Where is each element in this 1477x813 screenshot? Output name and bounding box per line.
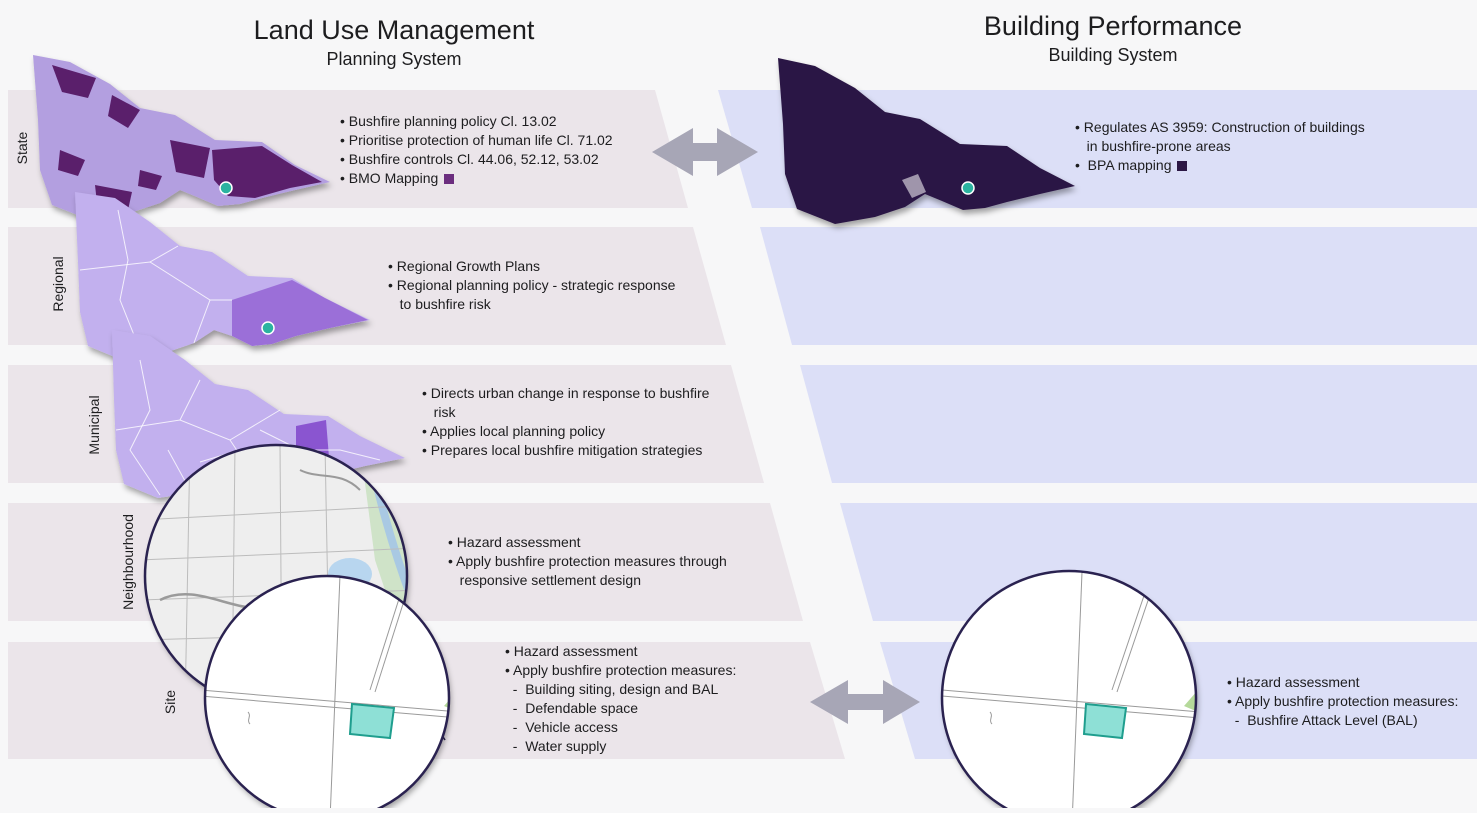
bmo-mapping-label: • BMO Mapping bbox=[340, 170, 439, 186]
land-use-title: Land Use Management bbox=[253, 15, 535, 45]
building-title: Building Performance bbox=[983, 11, 1243, 41]
site-planning-item: - Water supply bbox=[505, 738, 607, 754]
site-building-item: - Bushfire Attack Level (BAL) bbox=[1227, 712, 1418, 728]
tier-label-regional: Regional bbox=[50, 256, 66, 312]
site-lens-planning bbox=[203, 574, 451, 813]
municipal-planning-item: risk bbox=[422, 404, 456, 420]
band-neighbourhood-building bbox=[840, 503, 1477, 621]
site-link-arrow bbox=[810, 680, 920, 724]
state-planning-item: • BMO Mapping bbox=[340, 169, 613, 188]
site-planning-item: - Vehicle access bbox=[505, 719, 618, 735]
tier-label-site: Site bbox=[162, 689, 178, 715]
band-municipal-building bbox=[800, 365, 1477, 483]
building-subtitle: Building System bbox=[1048, 45, 1178, 65]
site-building-bullets: • Hazard assessment • Apply bushfire pro… bbox=[1227, 673, 1458, 730]
state-building-item: • Regulates AS 3959: Construction of bui… bbox=[1075, 119, 1365, 135]
building-bands bbox=[718, 90, 1477, 759]
bmo-swatch-icon bbox=[444, 174, 455, 184]
municipal-planning-item: • Prepares local bushfire mitigation str… bbox=[422, 442, 703, 458]
land-use-header: Land Use Management Planning System bbox=[234, 14, 554, 70]
site-lens-building bbox=[940, 569, 1198, 813]
state-building-item: in bushfire-prone areas bbox=[1075, 138, 1231, 154]
site-building-item: • Apply bushfire protection measures: bbox=[1227, 693, 1459, 709]
site-building-item: • Hazard assessment bbox=[1227, 674, 1360, 690]
neighbourhood-planning-item: • Apply bushfire protection measures thr… bbox=[448, 553, 727, 569]
state-planning-item: • Bushfire planning policy Cl. 13.02 bbox=[340, 113, 557, 129]
municipal-planning-item: • Applies local planning policy bbox=[422, 423, 606, 439]
state-planning-item: • Prioritise protection of human life Cl… bbox=[340, 132, 613, 148]
site-planning-item: - Defendable space bbox=[505, 700, 639, 716]
tier-label-municipal: Municipal bbox=[86, 395, 102, 455]
neighbourhood-planning-item: responsive settlement design bbox=[448, 572, 641, 588]
state-bpa-map bbox=[778, 58, 1075, 224]
state-building-item: • BPA mapping bbox=[1075, 156, 1365, 175]
state-link-arrow bbox=[652, 128, 758, 176]
bpa-mapping-label: • BPA mapping bbox=[1075, 157, 1172, 173]
tier-label-state: State bbox=[14, 131, 30, 165]
site-parcel bbox=[348, 702, 396, 740]
regional-planning-item: to bushfire risk bbox=[388, 296, 491, 312]
bpa-swatch-icon bbox=[1177, 161, 1188, 171]
bpa-location-marker bbox=[961, 181, 975, 195]
site-planning-item: • Hazard assessment bbox=[505, 643, 638, 659]
site-planning-item: - Building siting, design and BAL bbox=[505, 681, 719, 697]
neighbourhood-planning-bullets: • Hazard assessment • Apply bushfire pro… bbox=[448, 533, 727, 590]
site-parcel-building bbox=[1082, 702, 1128, 740]
state-building-bullets: • Regulates AS 3959: Construction of bui… bbox=[1075, 118, 1365, 175]
site-planning-bullets: • Hazard assessment • Apply bushfire pro… bbox=[505, 642, 736, 756]
state-planning-item: • Bushfire controls Cl. 44.06, 52.12, 53… bbox=[340, 151, 599, 167]
regional-location-marker bbox=[261, 321, 275, 335]
regional-planning-item: • Regional planning policy - strategic r… bbox=[388, 277, 676, 293]
tier-label-neighbourhood: Neighbourhood bbox=[120, 514, 136, 610]
regional-planning-bullets: • Regional Growth Plans • Regional plann… bbox=[388, 257, 675, 314]
state-planning-bullets: • Bushfire planning policy Cl. 13.02 • P… bbox=[340, 112, 613, 188]
site-planning-item: • Apply bushfire protection measures: bbox=[505, 662, 737, 678]
land-use-subtitle: Planning System bbox=[326, 49, 462, 69]
building-header: Building Performance Building System bbox=[958, 10, 1268, 66]
municipal-planning-item: • Directs urban change in response to bu… bbox=[422, 385, 710, 401]
regional-planning-item: • Regional Growth Plans bbox=[388, 258, 540, 274]
neighbourhood-planning-item: • Hazard assessment bbox=[448, 534, 581, 550]
band-regional-building bbox=[760, 227, 1477, 345]
municipal-planning-bullets: • Directs urban change in response to bu… bbox=[422, 384, 709, 460]
state-bmo-map bbox=[33, 55, 330, 220]
state-location-marker bbox=[219, 181, 233, 195]
